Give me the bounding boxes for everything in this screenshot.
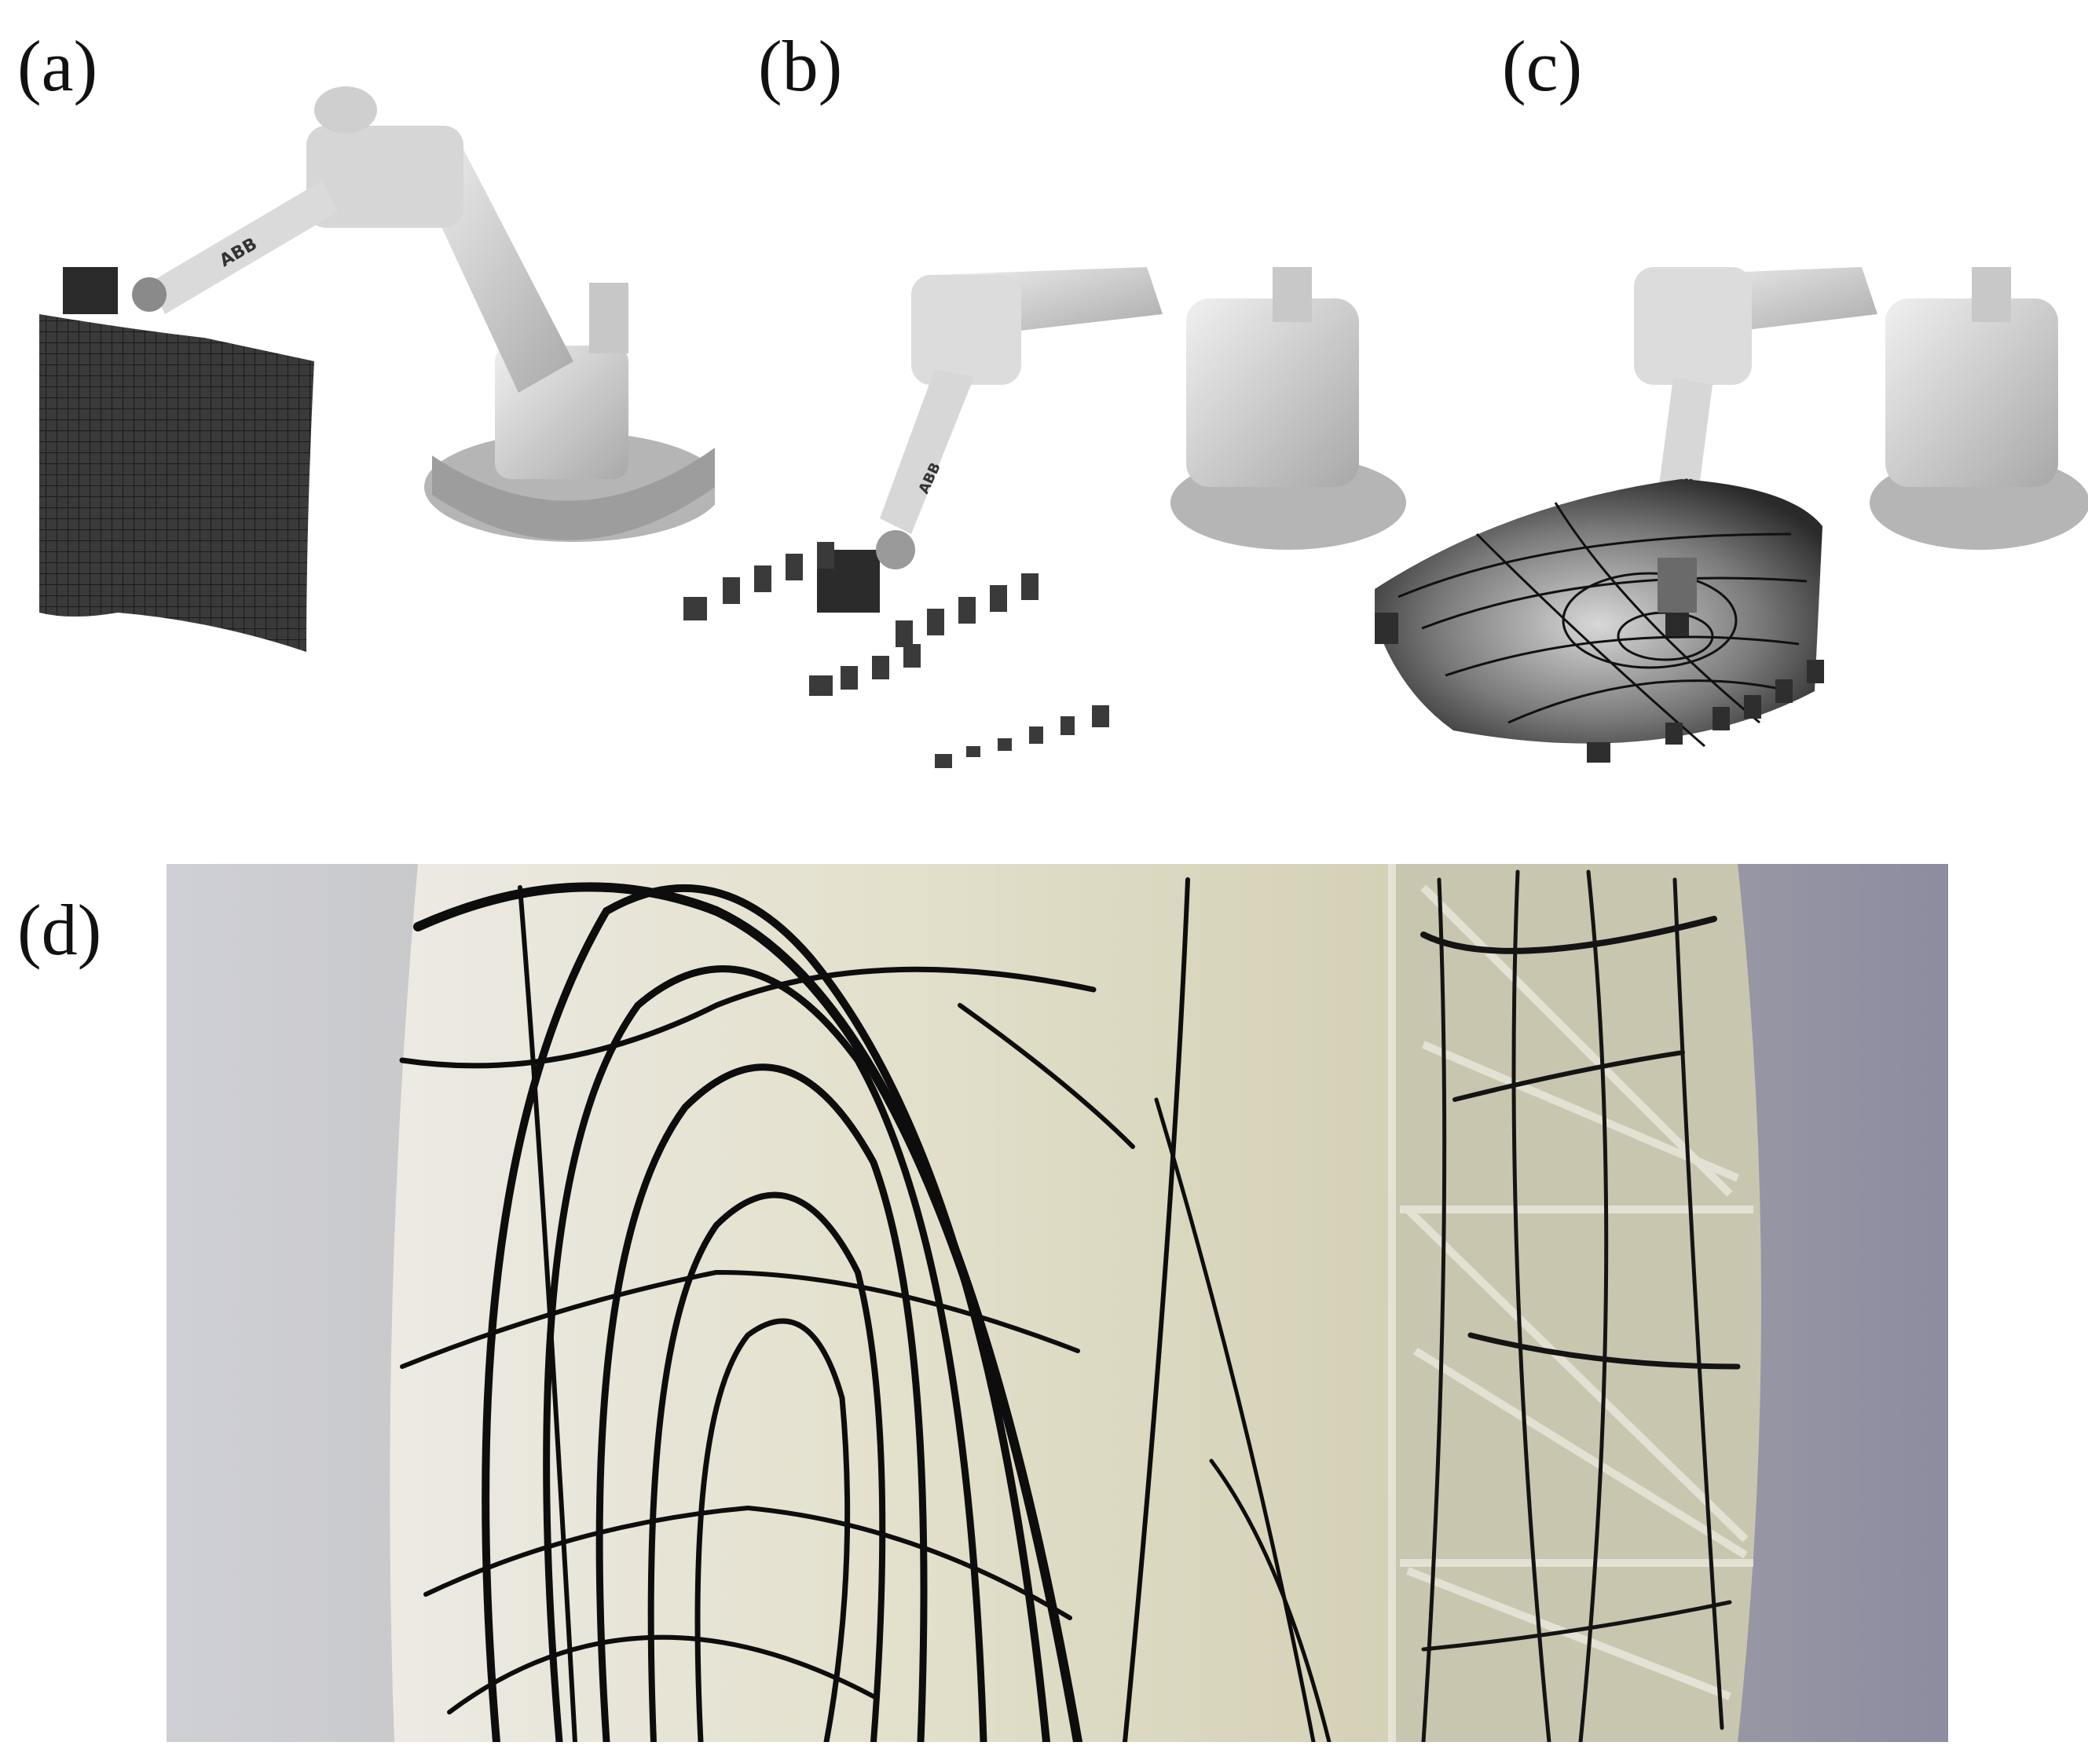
robot-arm-blocks-scene: ABB bbox=[683, 267, 1406, 768]
panel-surface bbox=[390, 864, 1393, 1742]
end-effector-gripper bbox=[1658, 558, 1697, 636]
block-row-2 bbox=[896, 573, 1039, 647]
block-row-4 bbox=[935, 705, 1109, 768]
panel-label-a: (a) bbox=[17, 26, 98, 106]
robot-arm-shell-scene: ABB bbox=[1375, 267, 2088, 763]
block-row-3 bbox=[809, 644, 921, 696]
end-effector-gripper bbox=[63, 267, 167, 314]
fiber-panel-photo bbox=[167, 864, 1948, 1742]
support-blocks bbox=[1375, 613, 1824, 763]
frame-struts bbox=[1388, 864, 1753, 1742]
curved-mesh-panel bbox=[39, 314, 314, 652]
robot-forearm bbox=[149, 181, 338, 314]
robot-base bbox=[1870, 267, 2088, 550]
end-effector-gripper bbox=[817, 530, 915, 613]
robot-forearm bbox=[880, 369, 974, 534]
robot-elbow bbox=[306, 86, 463, 228]
panel-frame-right bbox=[1392, 864, 1761, 1742]
fiber-paths bbox=[1397, 502, 1808, 748]
panel-label-c: (c) bbox=[1502, 26, 1583, 106]
carbon-fiber-strands bbox=[399, 877, 1332, 1742]
block-row-1 bbox=[683, 542, 834, 620]
robot-elbow bbox=[911, 275, 1021, 385]
robot-elbow bbox=[1634, 267, 1752, 385]
panel-label-d: (d) bbox=[17, 890, 102, 970]
panel-label-b: (b) bbox=[758, 26, 843, 106]
carbon-fiber-strands-frame bbox=[1420, 869, 1741, 1742]
robot-base bbox=[424, 283, 715, 542]
robot-base bbox=[1170, 267, 1406, 550]
robot-arm-mesh-scene: ABB bbox=[39, 86, 715, 652]
